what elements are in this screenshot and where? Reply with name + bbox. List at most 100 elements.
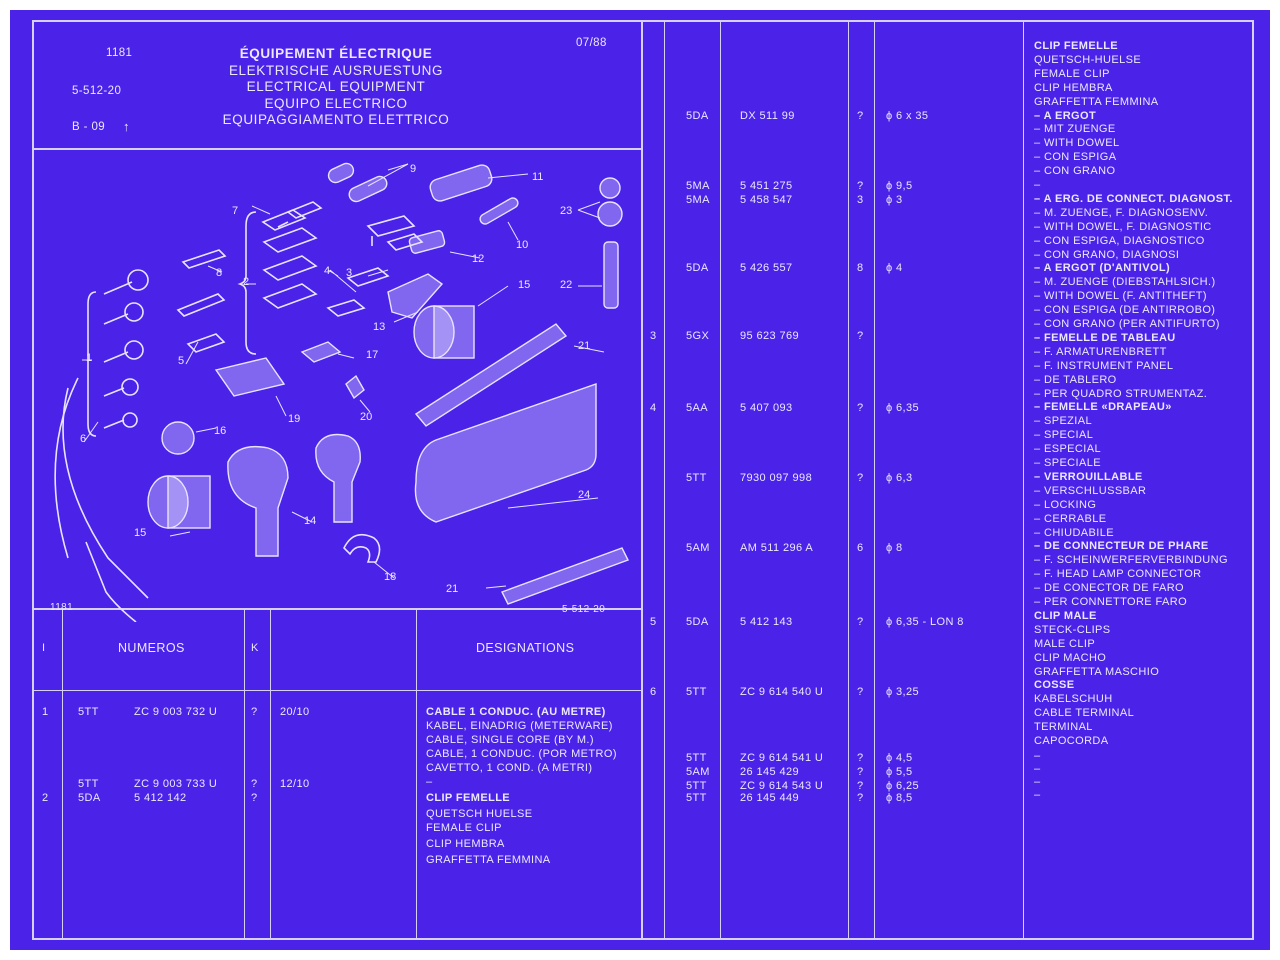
right-desc-line: – F. HEAD LAMP CONNECTOR	[1034, 568, 1202, 581]
right-desc-line: CAPOCORDA	[1034, 735, 1109, 747]
right-row-spec: ϕ 3	[886, 194, 903, 206]
right-desc-line: – DE CONECTOR DE FARO	[1034, 582, 1184, 595]
callout-7: 7	[232, 205, 238, 217]
group-number: 5-512-20	[72, 85, 122, 97]
vline-right-desc	[1023, 20, 1024, 940]
left-row-index: 2	[42, 792, 49, 804]
left-row-ref: 5 412 142	[134, 792, 187, 804]
right-desc-line: – CON ESPIGA	[1034, 151, 1117, 164]
right-desc-line: – VERROUILLABLE	[1034, 470, 1143, 483]
callout-1: 1	[86, 352, 92, 364]
right-row-k: ?	[857, 780, 864, 792]
right-row-spec: ϕ 6 x 35	[886, 110, 929, 122]
left-desc-line: CLIP FEMELLE	[426, 792, 511, 804]
right-row-code: 5DA	[686, 616, 709, 628]
part-2a	[262, 227, 318, 253]
right-desc-line: – CON GRANO	[1034, 165, 1116, 178]
right-row-ref: ZC 9 614 543 U	[740, 780, 824, 792]
callout-2: 2	[243, 276, 249, 288]
part-24	[414, 383, 597, 523]
left-desc-line: CABLE 1 CONDUC. (AU METRE)	[426, 706, 606, 718]
frame-bottom	[32, 938, 1254, 940]
callout-17: 17	[366, 349, 378, 361]
right-row-k: ?	[857, 110, 864, 122]
right-row-k: ?	[857, 686, 864, 698]
part-23a	[599, 177, 621, 199]
right-row-ref: ZC 9 614 540 U	[740, 686, 824, 698]
right-row-code: 5GX	[686, 330, 710, 342]
part-16	[161, 421, 195, 455]
callout-23: 23	[560, 205, 572, 217]
left-desc-line: CLIP HEMBRA	[426, 838, 505, 850]
right-desc-line: – F. SCHEINWERFERVERBINDUNG	[1034, 554, 1228, 567]
divider-drawing	[32, 608, 642, 610]
title-line: EQUIPO ELECTRICO	[264, 95, 408, 111]
right-row-ref: AM 511 296 A	[740, 542, 814, 554]
right-row-spec: ϕ 3,25	[886, 686, 920, 698]
left-row-code: 5DA	[78, 792, 101, 804]
right-desc-line: – WITH DOWEL (F. ANTITHEFT)	[1034, 290, 1207, 303]
part-22	[603, 241, 619, 309]
bracket-2	[237, 211, 257, 355]
right-row-ref: 5 458 547	[740, 194, 793, 206]
right-desc-line: – PER CONNETTORE FARO	[1034, 596, 1188, 608]
right-row-k: ?	[857, 180, 864, 192]
right-desc-line: CLIP MALE	[1034, 609, 1097, 622]
left-desc-line: CAVETTO, 1 COND. (A METRI)	[426, 762, 593, 774]
part-4a	[346, 267, 390, 287]
right-row-spec: ϕ 8,5	[886, 792, 913, 804]
vline-left-k2	[270, 610, 271, 938]
right-row-k: 8	[857, 262, 864, 274]
frame-top	[32, 20, 1254, 22]
callout-18: 18	[384, 571, 396, 583]
part-14b	[315, 433, 361, 523]
vline-left-desc	[416, 610, 417, 938]
left-desc-line: –	[426, 776, 433, 788]
right-desc-line: – WITH DOWEL, F. DIAGNOSTIC	[1034, 220, 1212, 233]
part-2c	[262, 283, 318, 309]
title-line: ÉQUIPEMENT ÉLECTRIQUE	[239, 46, 433, 61]
right-desc-line: – SPECIALE	[1034, 457, 1101, 469]
right-row-code: 5MA	[686, 194, 710, 206]
part-10	[479, 197, 519, 225]
right-desc-line: CABLE TERMINAL	[1034, 707, 1135, 720]
callout-15: 15	[134, 527, 146, 539]
drawing-caption-left: 1181	[50, 602, 74, 613]
right-desc-line: – A ERGOT	[1034, 109, 1097, 122]
frame-left	[32, 20, 34, 940]
right-row-code: 5DA	[686, 110, 709, 122]
right-desc-line: MALE CLIP	[1034, 637, 1096, 650]
left-desc-line: CABLE, SINGLE CORE (BY M.)	[426, 734, 594, 746]
right-desc-line: – CON GRANO, DIAGNOSI	[1034, 248, 1180, 261]
right-row-code: 5TT	[686, 472, 707, 484]
part-12	[408, 230, 446, 254]
part-20	[345, 374, 365, 400]
part-7a	[261, 209, 307, 231]
right-row-ref: 7930 097 998	[740, 472, 813, 484]
right-desc-line: COSSE	[1034, 679, 1075, 692]
right-desc-line: – ESPECIAL	[1034, 443, 1101, 456]
callout-12: 12	[472, 253, 484, 265]
right-row-k: 6	[857, 542, 864, 554]
left-row-ref: ZC 9 003 732 U	[134, 706, 218, 718]
bracket-6	[87, 291, 97, 437]
right-row-spec: ϕ 5,5	[886, 766, 913, 778]
sheet-date: 07/88	[576, 37, 607, 49]
right-row-k: ?	[857, 472, 864, 484]
callout-6: 6	[80, 433, 86, 445]
right-desc-line: – CON ESPIGA, DIAGNOSTICO	[1034, 234, 1205, 247]
callout-20: 20	[360, 411, 372, 423]
right-desc-line: – SPECIAL	[1034, 429, 1094, 442]
part-2b	[262, 255, 318, 281]
right-desc-line: – A ERG. DE CONNECT. DIAGNOST.	[1034, 192, 1233, 205]
right-desc-line: TERMINAL	[1034, 721, 1093, 734]
right-row-spec: ϕ 4	[886, 262, 903, 274]
vline-left-k1	[244, 610, 245, 938]
vline-right-code	[720, 20, 721, 940]
right-desc-line: CLIP FEMELLE	[1034, 40, 1119, 52]
right-row-ref: 26 145 429	[740, 766, 800, 778]
right-row-k: ?	[857, 752, 864, 764]
title-line: ELEKTRISCHE AUSRUESTUNG	[228, 62, 444, 78]
